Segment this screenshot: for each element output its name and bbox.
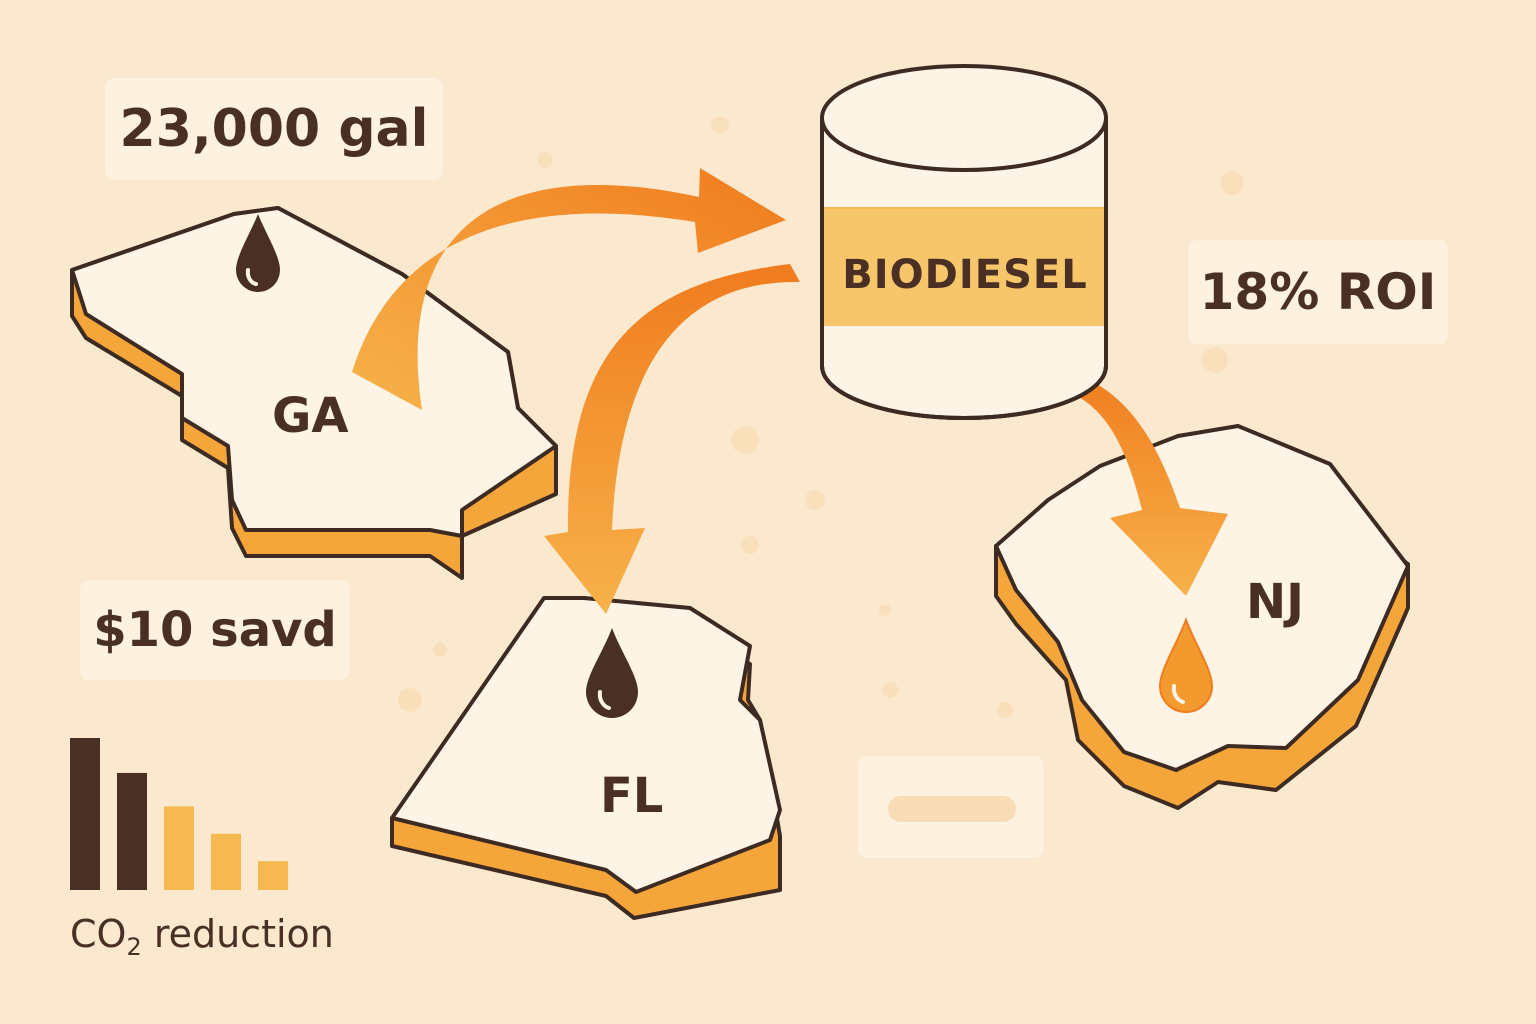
arrow-drum-to-nj: [1028, 368, 1228, 596]
co2-caption-pre: CO: [70, 912, 127, 956]
blank-card: [858, 756, 1044, 858]
co2-bar: [164, 806, 194, 890]
drop-icon-fl: [586, 628, 638, 718]
blurred-placeholder: [888, 796, 1016, 822]
co2-bar-chart: [70, 738, 288, 890]
state-nj-shape: [994, 424, 1410, 810]
state-label-nj: NJ: [1246, 574, 1305, 630]
co2-caption-sub: 2: [126, 933, 142, 961]
arrow-drum-to-fl: [544, 264, 800, 614]
state-fl-shape: [390, 596, 782, 920]
background-speckles: [398, 116, 1244, 718]
state-label-ga: GA: [272, 388, 349, 444]
state-label-fl: FL: [600, 768, 664, 824]
roi-metric-card: 18% ROI: [1188, 240, 1448, 344]
co2-caption-post: reduction: [141, 912, 334, 956]
gallons-metric-card: 23,000 gal: [105, 78, 443, 180]
savings-metric-card: $10 savd: [80, 580, 350, 680]
drum-label: BIODIESEL: [842, 252, 1088, 298]
biodiesel-drum: [820, 64, 1108, 420]
co2-caption: CO2 reduction: [70, 912, 334, 961]
drop-icon-ga: [236, 214, 280, 292]
co2-bar: [70, 738, 100, 890]
roi-metric-text: 18% ROI: [1199, 263, 1437, 321]
co2-bar: [117, 772, 147, 890]
gallons-metric-text: 23,000 gal: [119, 99, 429, 159]
savings-metric-text: $10 savd: [93, 602, 337, 658]
co2-bar: [211, 833, 241, 890]
co2-bar: [258, 861, 288, 890]
arrow-ga-to-drum: [352, 168, 786, 410]
drop-icon-nj: [1158, 617, 1214, 713]
state-ga-shape: [70, 206, 558, 580]
